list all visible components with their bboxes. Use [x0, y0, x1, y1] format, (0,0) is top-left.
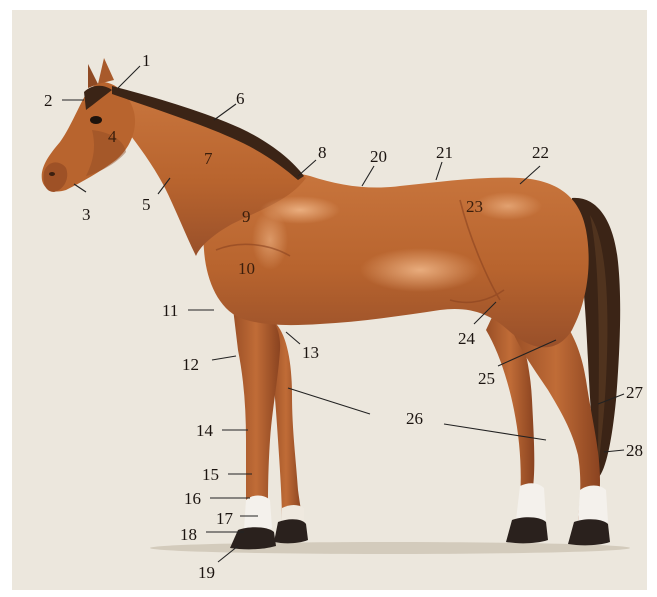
label-22: 22 — [532, 143, 549, 162]
label-16: 16 — [184, 489, 201, 508]
hoof-hind-far — [506, 517, 548, 543]
label-11: 11 — [162, 301, 178, 320]
label-5: 5 — [142, 195, 151, 214]
label-23: 23 — [466, 197, 483, 216]
label-9: 9 — [242, 207, 251, 226]
label-13: 13 — [302, 343, 319, 362]
label-25: 25 — [478, 369, 495, 388]
label-1: 1 — [142, 51, 151, 70]
label-18: 18 — [180, 525, 197, 544]
eye — [90, 116, 102, 124]
label-3: 3 — [82, 205, 91, 224]
label-20: 20 — [370, 147, 387, 166]
label-15: 15 — [202, 465, 219, 484]
shoulder-highlight — [252, 210, 288, 270]
belly-highlight — [360, 248, 480, 292]
sock-fore-near — [244, 496, 272, 533]
nostril — [49, 172, 55, 176]
label-27: 27 — [626, 383, 644, 402]
ground-shadow — [150, 542, 630, 554]
label-10: 10 — [238, 259, 255, 278]
label-17: 17 — [216, 509, 234, 528]
label-14: 14 — [196, 421, 214, 440]
label-28: 28 — [626, 441, 643, 460]
label-26: 26 — [406, 409, 423, 428]
label-19: 19 — [198, 563, 215, 582]
label-8: 8 — [318, 143, 327, 162]
label-6: 6 — [236, 89, 245, 108]
croup-highlight — [474, 192, 542, 220]
label-24: 24 — [458, 329, 476, 348]
label-4: 4 — [108, 127, 117, 146]
label-21: 21 — [436, 143, 453, 162]
hoof-hind-near — [568, 519, 610, 545]
label-12: 12 — [182, 355, 199, 374]
label-2: 2 — [44, 91, 53, 110]
hoof-fore-far — [274, 519, 308, 543]
label-7: 7 — [204, 149, 213, 168]
